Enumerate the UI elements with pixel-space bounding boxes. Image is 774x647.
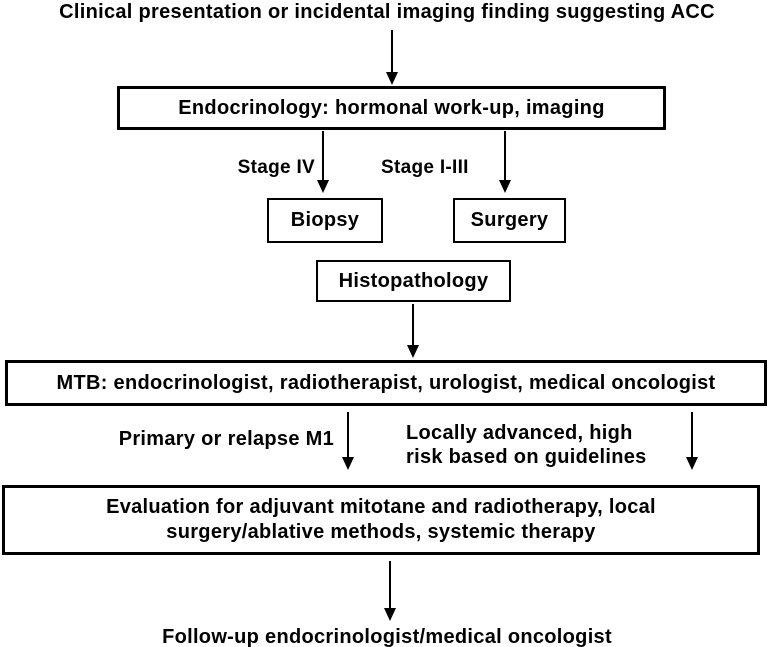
edge-label-stage-i-iii: Stage I-III <box>381 157 469 178</box>
arrow-histopathology-to-mtb <box>406 304 420 358</box>
node-evaluation-label: Evaluation for adjuvant mitotane and rad… <box>106 496 656 543</box>
arrow-head-down-icon <box>499 180 511 193</box>
node-histopathology-label: Histopathology <box>338 269 489 292</box>
arrow-line <box>691 412 693 458</box>
node-surgery-label: Surgery <box>470 209 549 231</box>
arrow-line <box>322 131 324 181</box>
arrow-head-down-icon <box>384 608 396 621</box>
arrow-line <box>412 304 414 346</box>
node-biopsy: Biopsy <box>267 198 383 243</box>
node-mtb: MTB: endocrinologist, radiotherapist, ur… <box>5 360 767 406</box>
arrow-endocrinology-to-biopsy <box>316 131 330 193</box>
node-endocrinology: Endocrinology: hormonal work-up, imaging <box>117 86 666 130</box>
arrow-mtb-to-evaluation-right <box>685 412 699 470</box>
edge-label-locally-advanced: Locally advanced, high risk based on gui… <box>406 421 676 469</box>
node-surgery: Surgery <box>453 198 566 243</box>
arrow-head-down-icon <box>686 457 698 470</box>
arrow-head-down-icon <box>407 345 419 358</box>
arrow-line <box>347 412 349 458</box>
arrow-title-to-endocrinology <box>385 30 399 85</box>
arrow-head-down-icon <box>342 457 354 470</box>
arrow-line <box>389 561 391 609</box>
arrow-mtb-to-evaluation-left <box>341 412 355 470</box>
flowchart-footer: Follow-up endocrinologist/medical oncolo… <box>162 626 612 647</box>
node-biopsy-label: Biopsy <box>290 209 360 231</box>
edge-label-stage-iv: Stage IV <box>237 157 315 178</box>
arrow-head-down-icon <box>317 180 329 193</box>
node-evaluation: Evaluation for adjuvant mitotane and rad… <box>2 485 760 555</box>
edge-label-locally-advanced-line1: Locally advanced, high <box>406 422 633 444</box>
flowchart-title: Clinical presentation or incidental imag… <box>59 1 715 23</box>
node-mtb-label: MTB: endocrinologist, radiotherapist, ur… <box>56 371 716 394</box>
arrow-line <box>504 131 506 181</box>
node-histopathology: Histopathology <box>316 260 511 302</box>
arrow-head-down-icon <box>386 72 398 85</box>
edge-label-primary-relapse-m1: Primary or relapse M1 <box>118 428 334 450</box>
arrow-endocrinology-to-surgery <box>498 131 512 193</box>
arrow-evaluation-to-followup <box>383 561 397 621</box>
edge-label-locally-advanced-line2: risk based on guidelines <box>406 446 647 468</box>
node-endocrinology-label: Endocrinology: hormonal work-up, imaging <box>178 96 605 119</box>
arrow-line <box>391 30 393 73</box>
